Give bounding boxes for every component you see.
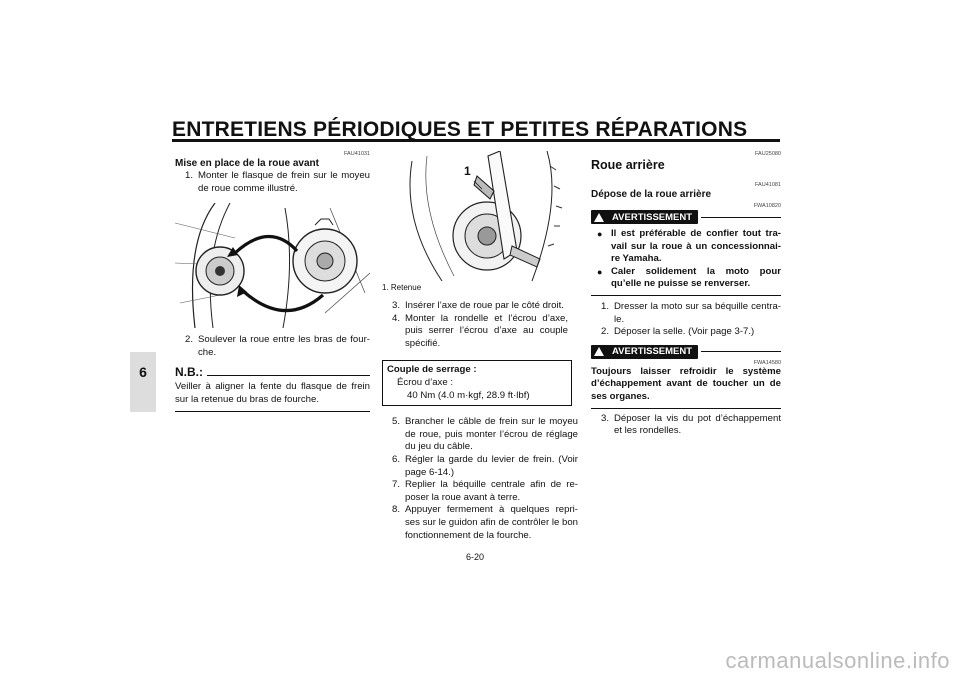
- warning-triangle-icon: [594, 212, 604, 222]
- step-text: Appuyer fermement à quelques repri-ses s…: [405, 504, 578, 541]
- note-label: N.B.:: [175, 365, 203, 380]
- reference-code: FAU25080: [755, 151, 781, 157]
- warning-rule: [701, 216, 781, 218]
- step-text: Insérer l’axe de roue par le côté droit.: [405, 300, 564, 311]
- step-item: 1. Dresser la moto sur sa béquille centr…: [601, 301, 781, 326]
- note-text: Veiller à aligner la fente du flasque de…: [175, 381, 370, 405]
- note-rule: [207, 375, 370, 377]
- section-title-rear-wheel: Roue arrière: [591, 158, 665, 172]
- axle-retainer-illustration: 1: [382, 151, 578, 281]
- page-header-title: ENTRETIENS PÉRIODIQUES ET PETITES RÉPARA…: [172, 118, 748, 141]
- page-number: 6-20: [466, 552, 485, 562]
- step-item: 3. Insérer l’axe de roue par le côté dro…: [392, 300, 568, 313]
- column-2: 1 1. Retenue 3. Insérer l’axe de roue pa…: [382, 151, 578, 542]
- step-text: Monter la rondelle et l’écrou d’axe, pui…: [405, 312, 568, 349]
- chapter-number: 6: [139, 364, 147, 380]
- warning-badge: AVERTISSEMENT: [591, 210, 699, 224]
- step-item: 2. Déposer la selle. (Voir page 3-7.): [601, 326, 781, 339]
- step-number: 2.: [185, 334, 194, 346]
- reference-code: FAU41031: [344, 151, 370, 157]
- note-end-rule: [175, 410, 370, 412]
- step-text: Déposer la vis du pot d’échappement et l…: [614, 412, 781, 437]
- chapter-tab: 6: [130, 352, 156, 412]
- step-number: 4.: [392, 312, 401, 324]
- brake-plate-illustration: [175, 203, 370, 329]
- warning-label: AVERTISSEMENT: [612, 211, 693, 223]
- warning-header: AVERTISSEMENT: [591, 344, 781, 359]
- warning-rule: [701, 351, 781, 353]
- step-text: Dresser la moto sur sa béquille centra-l…: [614, 300, 781, 325]
- step-item: 3. Déposer la vis du pot d’échappement e…: [601, 413, 781, 438]
- figure-caption: 1. Retenue: [382, 283, 422, 292]
- step-item: 4. Monter la rondelle et l’écrou d’axe, …: [392, 313, 568, 351]
- step-number: 3.: [601, 412, 610, 424]
- reference-code: FWA14580: [753, 359, 781, 366]
- step-number: 7.: [392, 479, 401, 491]
- step-number: 1.: [185, 170, 194, 181]
- column-3: FAU25080 Roue arrière FAU41081 Dépose de…: [591, 151, 781, 438]
- bullet-dot-icon: ●: [597, 229, 603, 239]
- reference-code: FWA10820: [753, 203, 781, 209]
- warning-bullet: ● Caler solidement la moto pour qu’elle …: [597, 266, 781, 291]
- torque-value: 40 Nm (4.0 m·kgf, 28.9 ft·lbf): [407, 389, 530, 401]
- reference-code: FAU41081: [755, 182, 781, 188]
- bullet-dot-icon: ●: [597, 266, 603, 277]
- warning-end-rule: [591, 294, 781, 296]
- torque-spec-box: Couple de serrage : Écrou d’axe : 40 Nm …: [382, 360, 572, 407]
- warning-bullet: ● Il est préférable de confier tout tra-…: [597, 228, 781, 266]
- note-header: N.B.:: [175, 365, 370, 379]
- step-number: 8.: [392, 504, 401, 516]
- step-number: 6.: [392, 453, 401, 465]
- step-item: 8. Appuyer fermement à quelques repri-se…: [392, 504, 578, 542]
- step-number: 2.: [601, 326, 610, 338]
- warning-label: AVERTISSEMENT: [612, 346, 693, 358]
- step-item: 1. Monter le flasque de frein sur le moy…: [185, 170, 370, 195]
- watermark-logo: carmanualsonline.info: [725, 648, 950, 673]
- step-item: 2. Soulever la roue entre les bras de fo…: [185, 334, 370, 359]
- step-text: Soulever la roue entre les bras de four-…: [198, 334, 370, 358]
- step-number: 5.: [392, 416, 401, 428]
- warning-triangle-icon: [594, 347, 604, 357]
- step-item: 6. Régler la garde du levier de frein. (…: [392, 454, 578, 479]
- bullet-text: Il est préférable de confier tout tra-va…: [611, 228, 781, 265]
- step-text: Brancher le câble de frein sur le moyeu …: [405, 416, 578, 453]
- step-text: Replier la béquille centrale afin de re-…: [405, 479, 578, 503]
- warning-end-rule: [591, 407, 781, 409]
- figure-label-1: 1: [464, 164, 471, 178]
- torque-title: Couple de serrage :: [387, 364, 477, 376]
- torque-item: Écrou d’axe :: [397, 376, 453, 388]
- subheading-front-wheel-install: Mise en place de la roue avant: [175, 158, 319, 169]
- warning-badge: AVERTISSEMENT: [591, 344, 699, 359]
- header-rule: [172, 139, 780, 142]
- step-text: Monter le flasque de frein sur le moyeu …: [198, 170, 370, 194]
- subheading-rear-wheel-removal: Dépose de la roue arrière: [591, 189, 712, 200]
- step-number: 3.: [392, 300, 401, 311]
- warning-text: Toujours laisser refroidir le système d’…: [591, 365, 781, 402]
- step-item: 7. Replier la béquille centrale afin de …: [392, 479, 578, 504]
- warning-header: AVERTISSEMENT: [591, 210, 781, 224]
- step-text: Régler la garde du levier de frein. (Voi…: [405, 453, 578, 478]
- step-text: Déposer la selle. (Voir page 3-7.): [614, 326, 755, 338]
- step-number: 1.: [601, 300, 610, 312]
- bullet-text: Caler solidement la moto pour qu’elle ne…: [611, 265, 781, 290]
- column-1: FAU41031 Mise en place de la roue avant …: [175, 151, 370, 412]
- step-item: 5. Brancher le câble de frein sur le moy…: [392, 416, 578, 454]
